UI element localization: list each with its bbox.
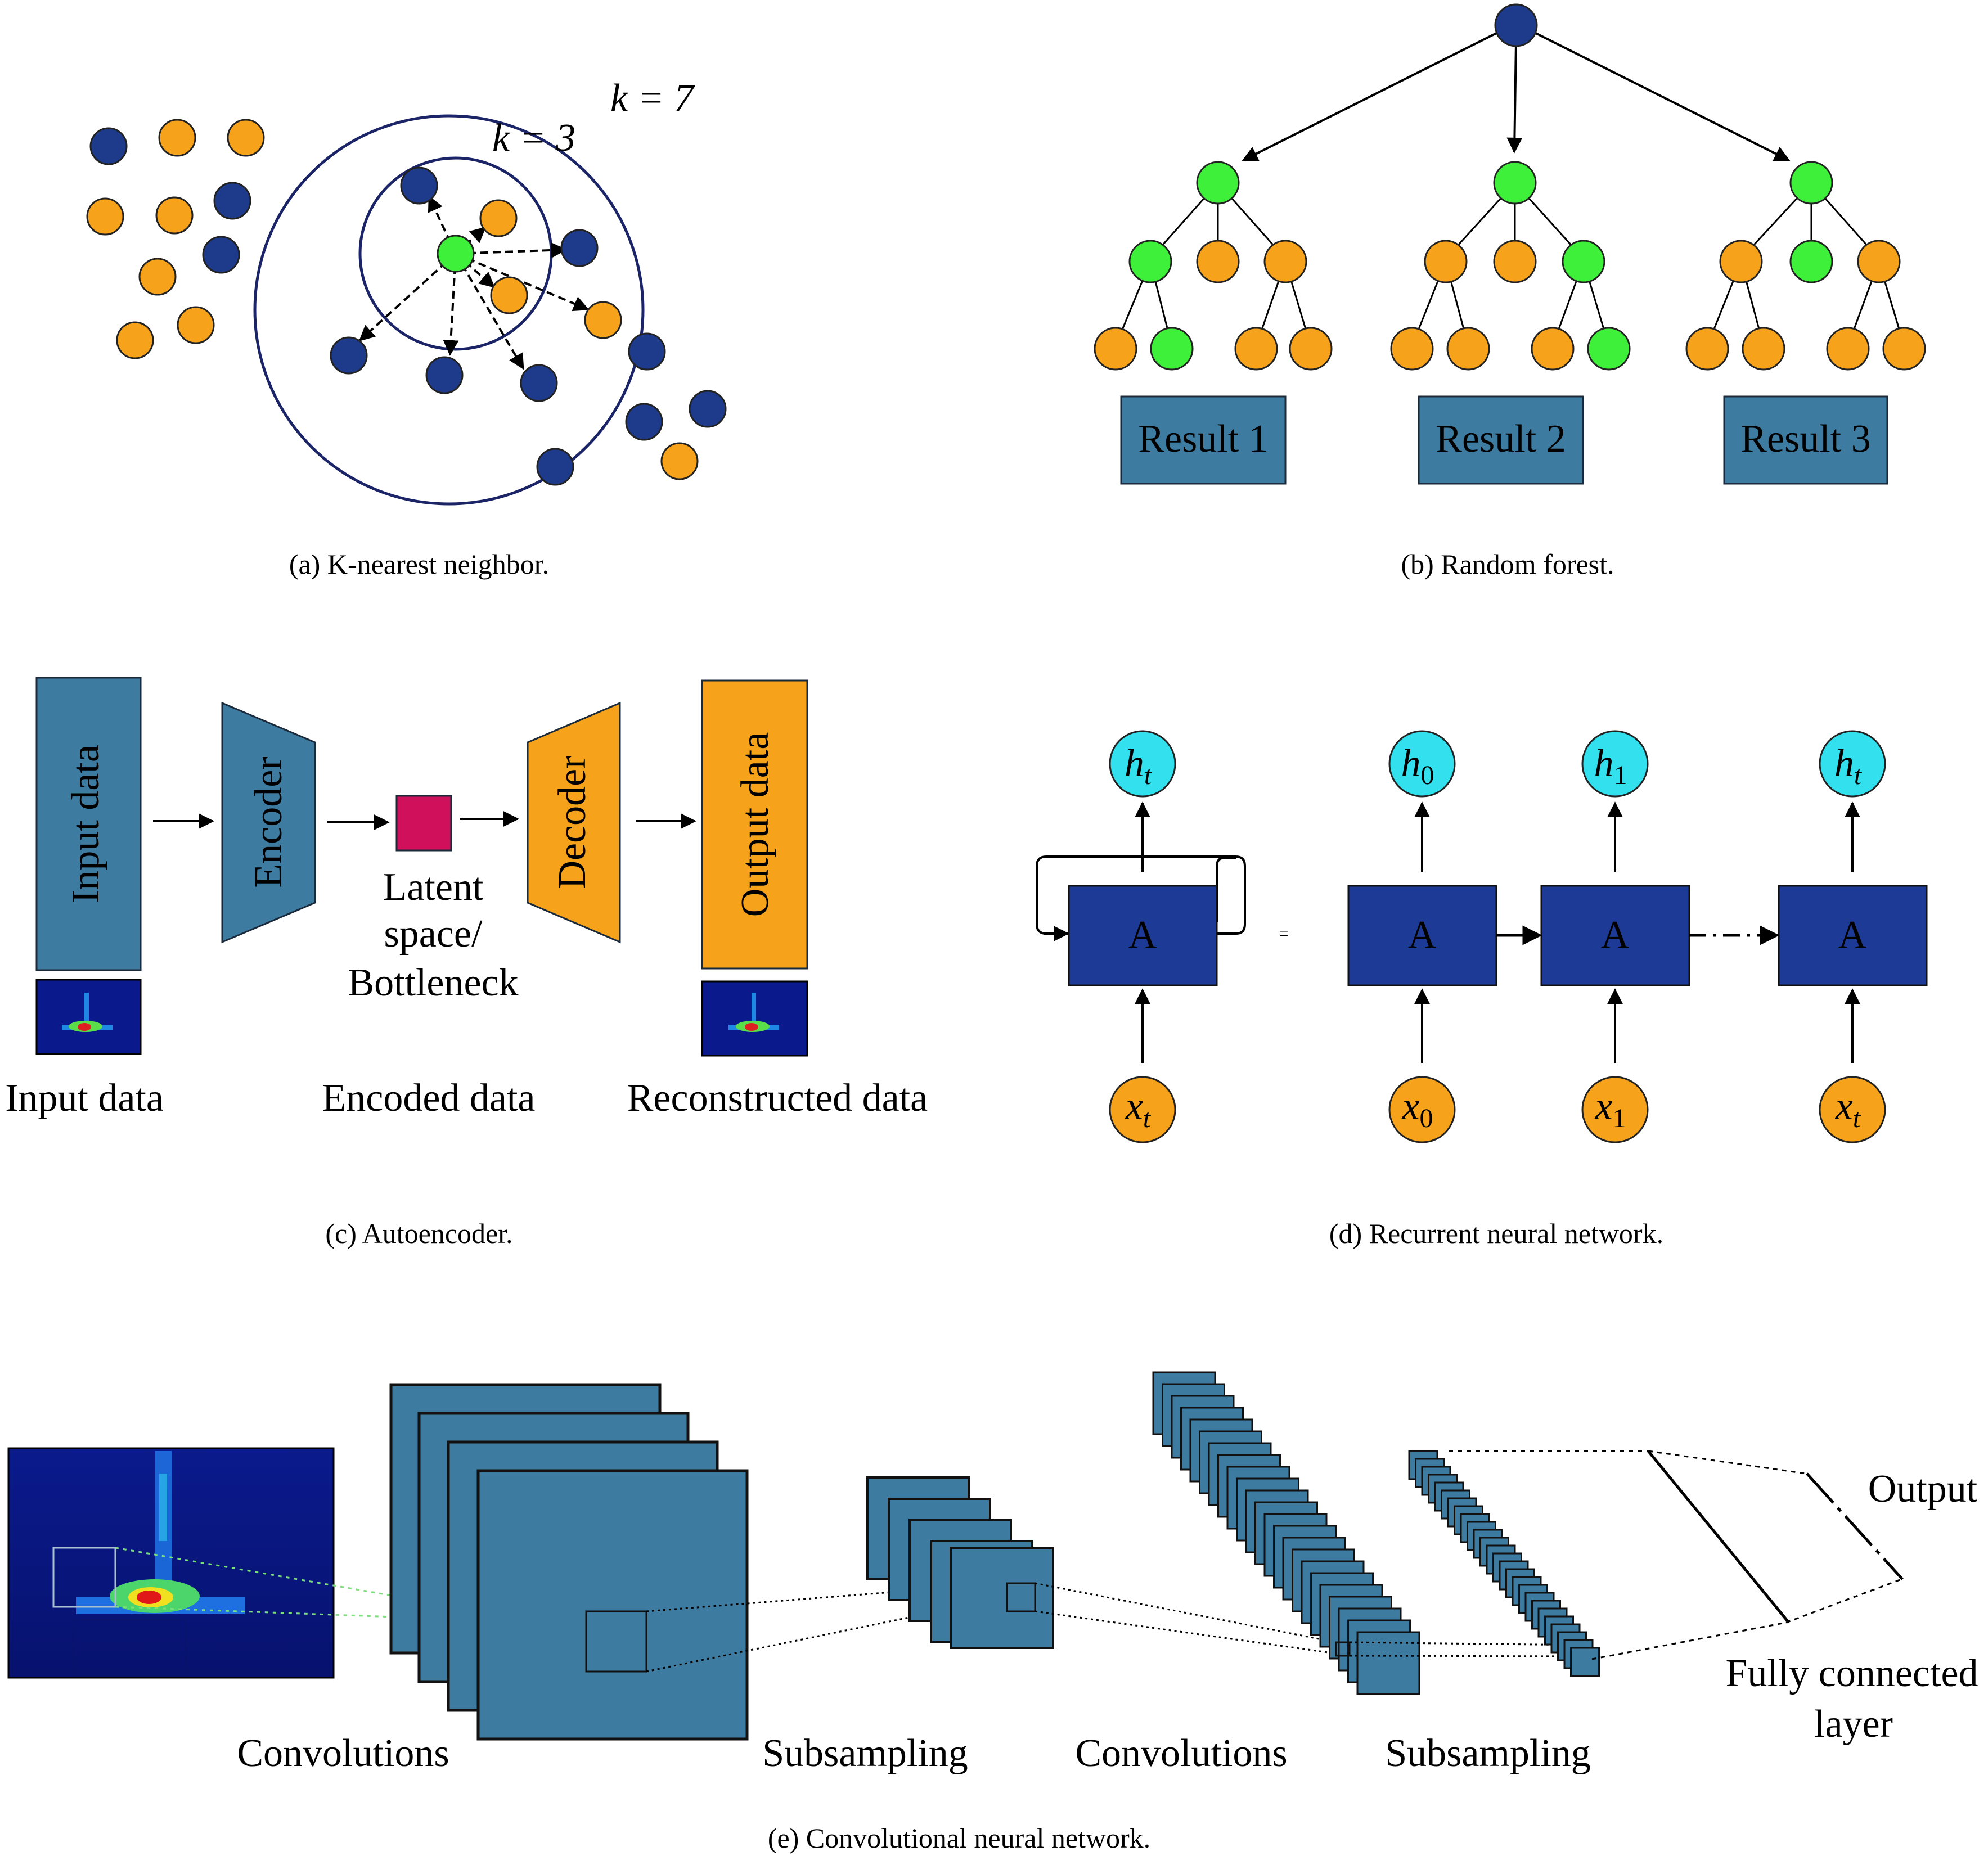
panel-b-random-forest: Result 1 Result 2 Result 3 (b) Random fo… (1094, 3, 1926, 580)
knn-points (86, 119, 727, 486)
h-node-0 (1388, 730, 1456, 798)
feature-map (1356, 1631, 1420, 1695)
cnn-conv2-receptive-field (1335, 1641, 1351, 1657)
cnn-label-convolutions-2: Convolutions (1075, 1732, 1287, 1775)
h-node-t (1819, 730, 1886, 798)
rnn-cell-folded-label: A (1128, 913, 1157, 957)
result-label-2: Result 2 (1436, 417, 1566, 461)
cnn-label-fc-2: layer (1814, 1702, 1893, 1746)
encoder-label: Encoder (247, 756, 290, 888)
rnn-cell-1-label: A (1601, 913, 1630, 957)
forest-results: Result 1 Result 2 Result 3 (1120, 395, 1888, 485)
cnn-label-subsampling-1: Subsampling (762, 1732, 968, 1775)
cnn-input-heatmap (7, 1447, 335, 1679)
cnn-subsample-stack-1 (866, 1476, 1054, 1649)
svg-text:h0: h0 (1401, 742, 1434, 790)
knn-arrows (358, 195, 590, 370)
svg-text:xt: xt (1835, 1085, 1861, 1133)
result-label-1: Result 1 (1138, 417, 1268, 461)
rnn-input-nodes: xt x0 x1 xt (1109, 1076, 1886, 1143)
k-inner-label: k = 3 (492, 116, 575, 160)
panel-a-knn: k = 7 k = 3 (86, 76, 727, 580)
rnn-cell-0-label: A (1408, 913, 1437, 957)
x-node-0 (1388, 1076, 1456, 1143)
fc-layer-line (1647, 1450, 1790, 1624)
svg-text:xt: xt (1125, 1085, 1152, 1133)
rnn-cell-folded (1068, 885, 1218, 986)
panel-e-cnn: Convolutions Subsampling Convolutions Su… (7, 1371, 1978, 1854)
panel-d-caption: (d) Recurrent neural network. (1329, 1218, 1663, 1249)
svg-text:h1: h1 (1594, 742, 1627, 790)
x-node-1 (1581, 1076, 1649, 1143)
ae-bottom-label-reconstructed: Reconstructed data (627, 1076, 928, 1120)
output-heatmap-thumb (701, 980, 808, 1057)
result-box-3 (1723, 395, 1888, 485)
cnn-label-subsampling-2: Subsampling (1385, 1732, 1591, 1775)
x-node-t (1819, 1076, 1886, 1143)
rnn-cell-t-label: A (1838, 913, 1867, 957)
panel-c-caption: (c) Autoencoder. (325, 1218, 512, 1249)
cnn-fully-connected (1449, 1450, 1904, 1660)
forest-nodes (1094, 3, 1926, 371)
cnn-label-convolutions-1: Convolutions (237, 1732, 449, 1775)
knn-query-point (437, 235, 475, 273)
cnn-conv1-receptive-field (585, 1610, 647, 1673)
latent-label-2: space/ (384, 912, 483, 956)
cnn-sub1-receptive-field (1006, 1582, 1036, 1612)
x-node-folded (1109, 1076, 1176, 1143)
rnn-cell-0 (1347, 885, 1497, 986)
panel-a-caption: (a) K-nearest neighbor. (289, 548, 549, 580)
svg-text:ht: ht (1125, 742, 1153, 790)
rnn-cell-t (1778, 885, 1928, 986)
output-layer-line (1806, 1472, 1904, 1580)
encoder-shape (221, 701, 316, 944)
latent-square (395, 795, 452, 852)
result-label-3: Result 3 (1740, 417, 1870, 461)
cnn-label-fc-1: Fully connected (1725, 1652, 1978, 1695)
decoder-shape (527, 701, 621, 944)
cnn-conv-stack-1 (389, 1383, 749, 1741)
rnn-hidden-nodes: ht h0 h1 ht (1109, 730, 1886, 798)
rnn-cell-1 (1540, 885, 1690, 986)
knn-outer-circle (253, 114, 645, 506)
k-outer-label: k = 7 (610, 76, 695, 120)
output-data-box-label: Output data (734, 732, 777, 917)
svg-text:x1: x1 (1594, 1085, 1626, 1133)
latent-label-1: Latent (383, 866, 484, 909)
input-data-box-label: Input data (64, 745, 107, 903)
forest-root-arrows (1242, 30, 1791, 161)
input-heatmap-thumb (35, 979, 142, 1055)
ae-bottom-label-encoded: Encoded data (322, 1076, 536, 1120)
decoder-label: Decoder (551, 755, 594, 889)
panel-b-caption: (b) Random forest. (1401, 548, 1614, 580)
svg-text:ht: ht (1834, 742, 1863, 790)
forest-root-node (1494, 3, 1538, 47)
input-data-box (35, 677, 142, 971)
output-data-box (701, 679, 808, 970)
panel-d-rnn: A = A A A ht h0 h1 (1036, 730, 1928, 1249)
cnn-proj-2 (646, 1582, 1008, 1673)
latent-label-3: Bottleneck (348, 961, 518, 1004)
rnn-self-loop (1036, 855, 1246, 935)
cnn-label-output: Output (1868, 1467, 1978, 1511)
svg-text:x0: x0 (1401, 1085, 1433, 1133)
cnn-conv-stack-2 (1152, 1371, 1420, 1695)
cnn-proj-3 (1035, 1582, 1337, 1655)
feature-map (1570, 1647, 1600, 1677)
h-node-1 (1581, 730, 1649, 798)
panel-c-autoencoder: Input data Encoder Latent space/ Bottlen… (5, 677, 928, 1249)
panel-e-caption: (e) Convolutional neural network. (768, 1822, 1150, 1854)
h-node-folded (1109, 730, 1176, 798)
rnn-vertical-arrows (1135, 801, 1860, 1063)
cnn-subsample-stack-2 (1408, 1450, 1600, 1677)
result-box-1 (1120, 395, 1287, 485)
rnn-equals-sign: = (1279, 925, 1289, 943)
result-box-2 (1418, 395, 1584, 485)
ae-bottom-label-input: Input data (5, 1076, 164, 1120)
cnn-input-projection (115, 1547, 549, 1624)
